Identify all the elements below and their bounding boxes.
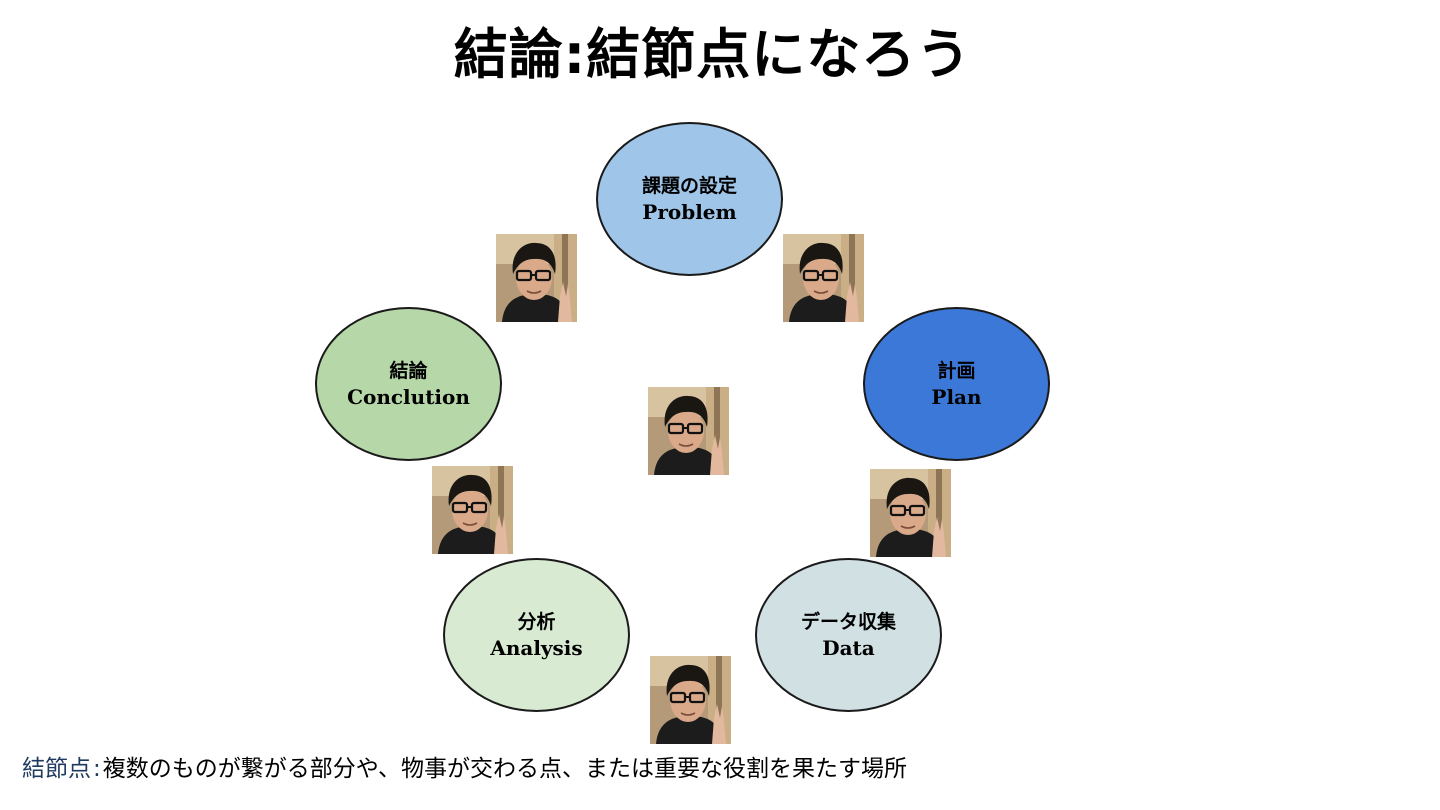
node-conclusion-jp-label: 結論 bbox=[389, 360, 428, 382]
person-photo-image bbox=[870, 469, 951, 557]
person-photo-image bbox=[783, 234, 864, 322]
slide-title: 結論:結節点になろう bbox=[453, 23, 972, 86]
node-problem: 課題の設定 Problem bbox=[596, 122, 783, 276]
person-photo-center bbox=[648, 387, 729, 475]
node-conclusion-en-label: Conclution bbox=[347, 385, 470, 409]
node-analysis-en-label: Analysis bbox=[490, 636, 583, 660]
person-photo bbox=[870, 469, 951, 557]
footer-separator: : bbox=[93, 756, 101, 782]
person-photo bbox=[783, 234, 864, 322]
node-problem-jp-label: 課題の設定 bbox=[641, 175, 737, 197]
person-photo-image bbox=[648, 387, 729, 475]
node-data-en-label: Data bbox=[822, 636, 875, 660]
footer-definition: 結節点:複数のものが繋がる部分や、物事が交わる点、または重要な役割を果たす場所 bbox=[22, 752, 907, 786]
node-plan-jp-label: 計画 bbox=[937, 360, 976, 382]
person-photo bbox=[650, 656, 731, 744]
node-analysis: 分析 Analysis bbox=[443, 558, 630, 712]
node-data-jp-label: データ収集 bbox=[800, 611, 896, 633]
person-photo-image bbox=[650, 656, 731, 744]
node-conclusion: 結論 Conclution bbox=[315, 307, 502, 461]
node-analysis-jp-label: 分析 bbox=[517, 611, 556, 633]
node-plan-en-label: Plan bbox=[931, 385, 982, 409]
node-data: データ収集 Data bbox=[755, 558, 942, 712]
node-problem-en-label: Problem bbox=[642, 200, 737, 224]
person-photo-image bbox=[432, 466, 513, 554]
person-photo bbox=[432, 466, 513, 554]
footer-definition-text: 複数のものが繋がる部分や、物事が交わる点、または重要な役割を果たす場所 bbox=[102, 756, 908, 782]
person-photo bbox=[496, 234, 577, 322]
footer-term: 結節点 bbox=[22, 756, 91, 782]
person-photo-image bbox=[496, 234, 577, 322]
node-plan: 計画 Plan bbox=[863, 307, 1050, 461]
